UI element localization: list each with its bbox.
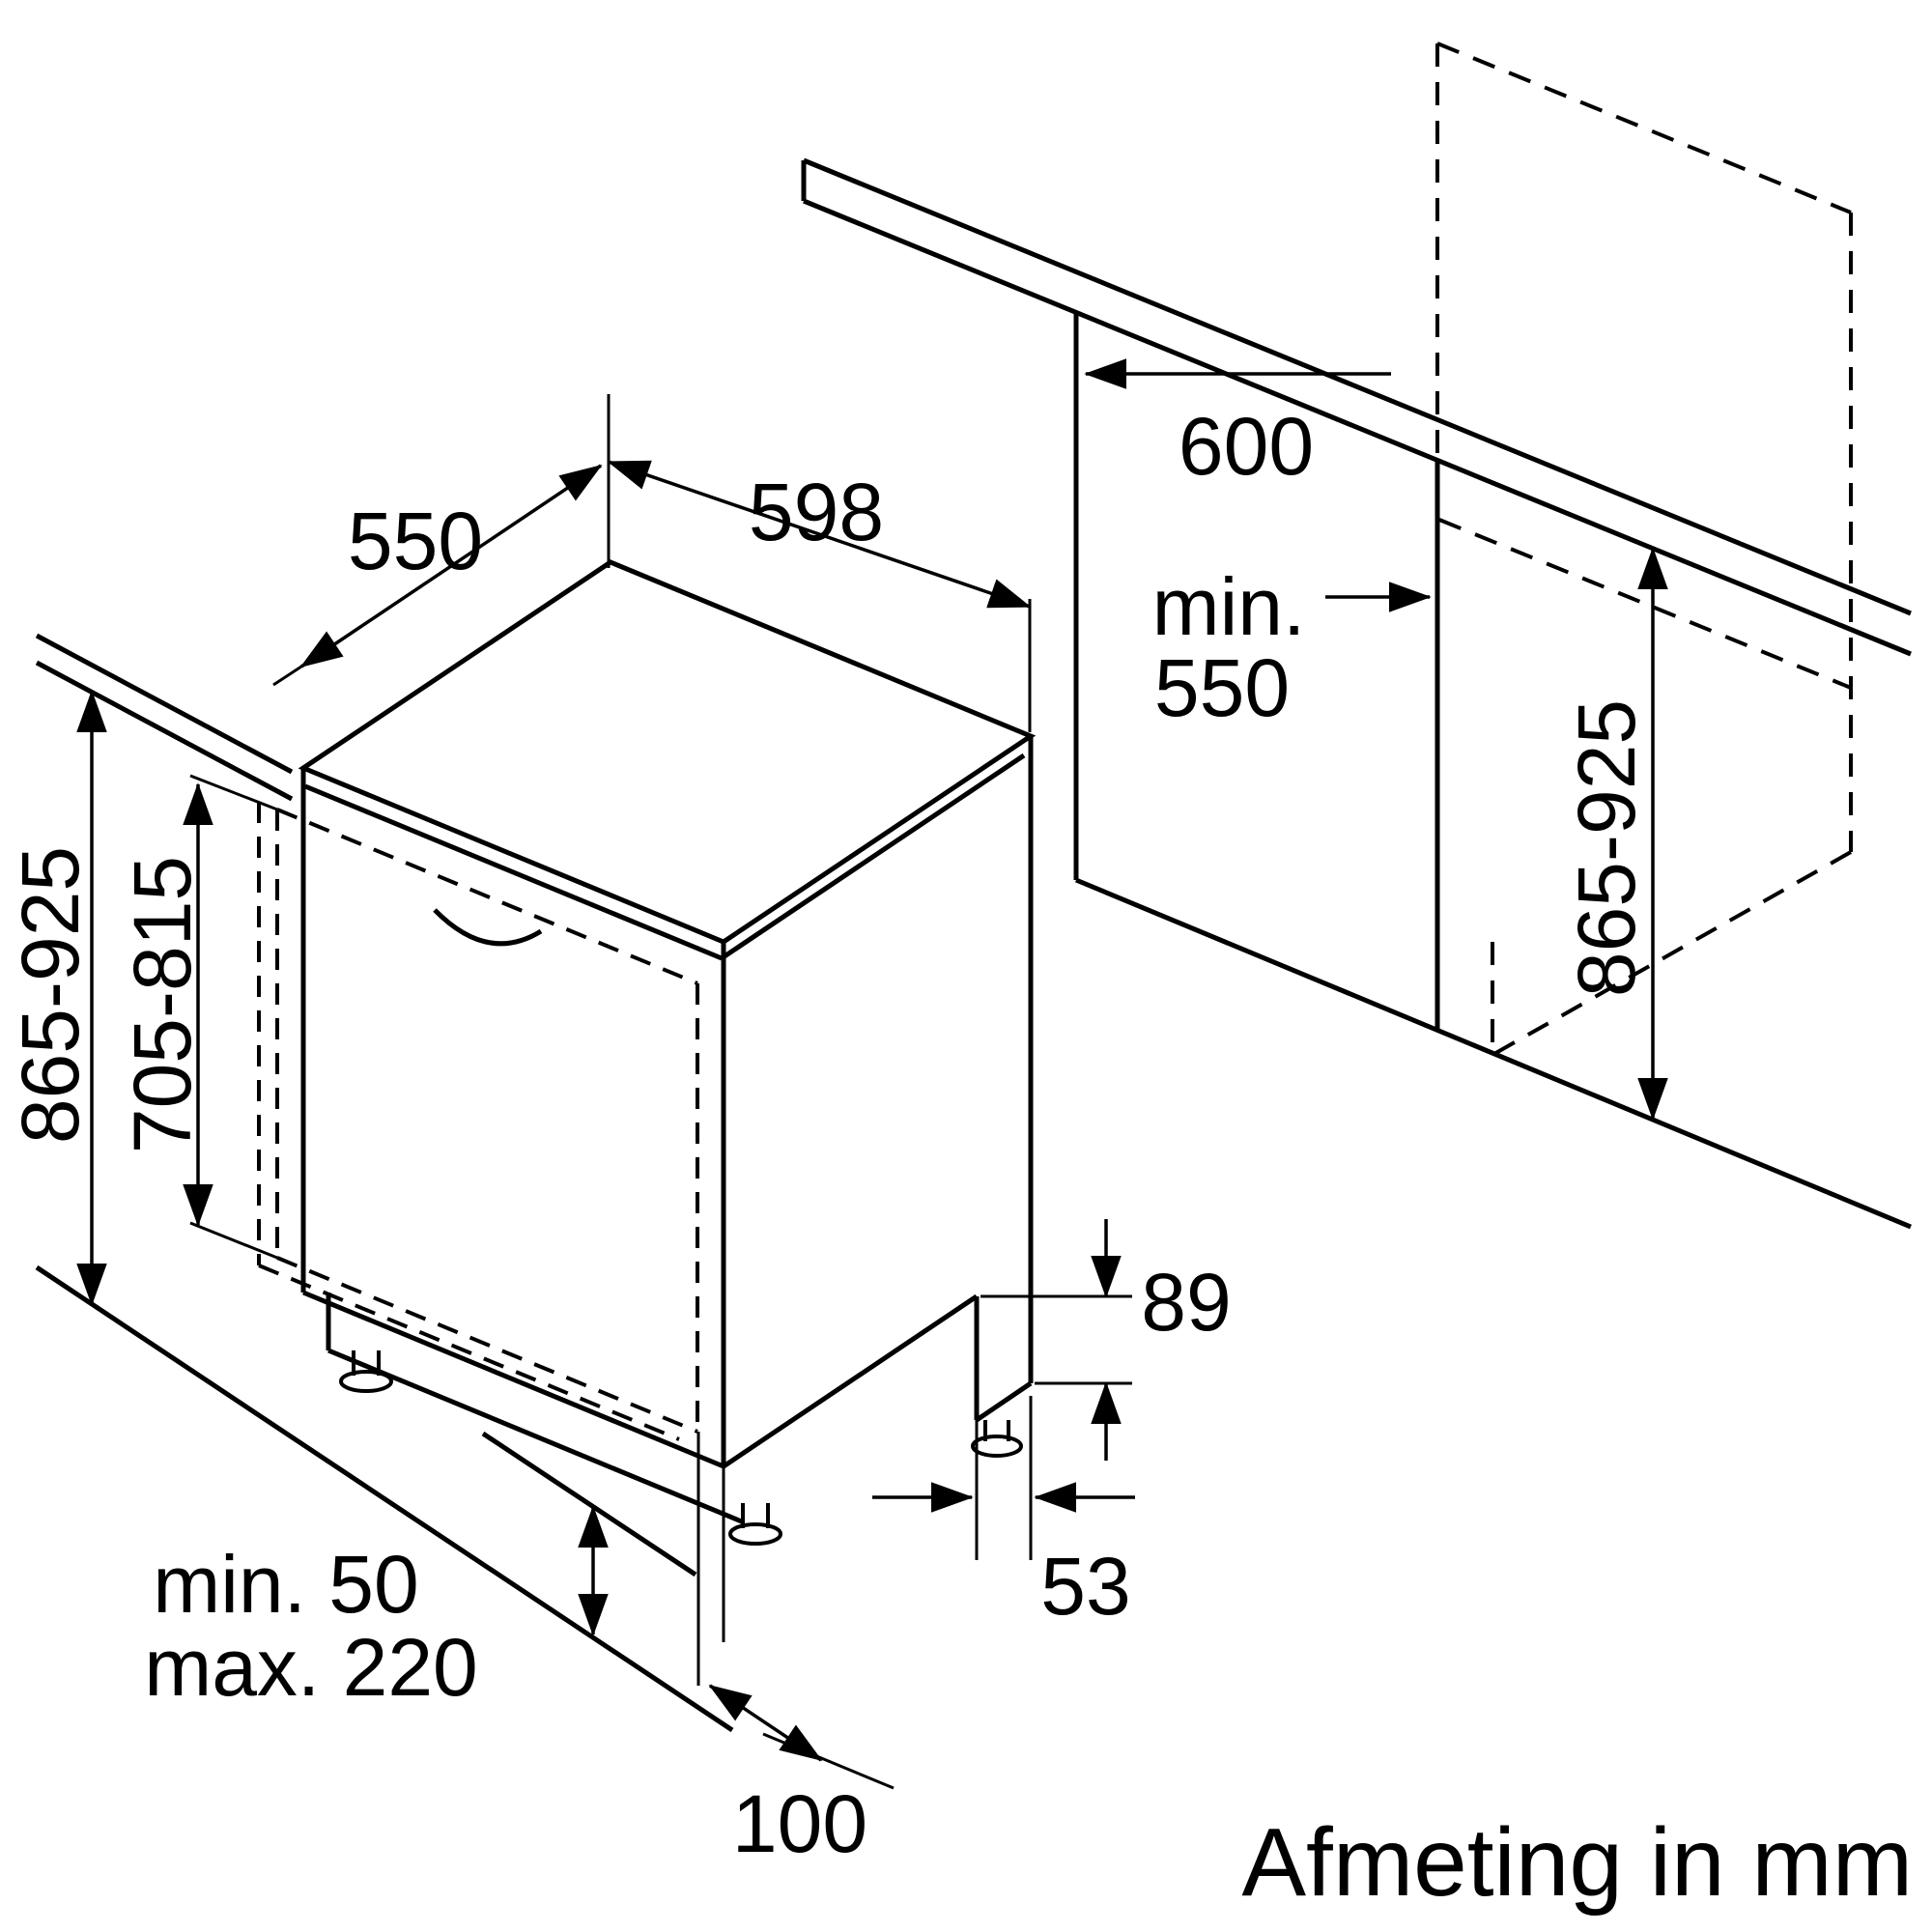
adjustable-feet xyxy=(339,1350,1023,1546)
width-598-label: 598 xyxy=(749,467,884,557)
niche-height-label: 865-925 xyxy=(1561,699,1652,997)
plinth-100-label: 100 xyxy=(732,1778,867,1869)
door-handle-curve xyxy=(433,908,543,947)
step-53-label: 53 xyxy=(1040,1541,1130,1632)
niche-side-wall xyxy=(1073,314,1912,1230)
dimension-depth-550: 550 xyxy=(272,394,611,687)
dimension-step-89: 89 xyxy=(980,1219,1232,1461)
worktop-right xyxy=(801,157,1912,657)
niche-550-label: 550 xyxy=(1154,642,1290,733)
dishwasher-body-outline xyxy=(298,559,1037,1577)
niche-volume-dashed xyxy=(1435,42,1853,1057)
step-89-label: 89 xyxy=(1141,1257,1231,1348)
floor-line-left xyxy=(35,1264,734,1733)
dimension-width-598: 598 xyxy=(607,460,1032,732)
depth-550-label: 550 xyxy=(348,496,483,586)
foot-front-left xyxy=(339,1350,393,1393)
dimension-niche-height-865-925: 865-925 xyxy=(1561,547,1668,1121)
height-865-925-left-label: 865-925 xyxy=(5,846,96,1144)
worktop-edge-left xyxy=(35,633,294,802)
dimension-step-53: 53 xyxy=(872,1396,1135,1632)
dishwasher-unit xyxy=(35,559,1037,1733)
plinth-max-label: max. 220 xyxy=(144,1622,478,1713)
dimension-plinth-100: 100 xyxy=(696,1432,895,1869)
dimension-plinth-min-max: min. 50 max. 220 xyxy=(144,1505,609,1713)
niche-min-label: min. xyxy=(1152,561,1306,652)
dimension-niche-min-550: min. 550 xyxy=(1152,561,1432,733)
dimension-counter-600: 600 xyxy=(1084,358,1391,492)
foot-front-right xyxy=(728,1503,782,1546)
niche-drawing xyxy=(801,42,1912,1230)
dimension-height-865-925-left: 865-925 xyxy=(5,690,107,1306)
door-panel-dashed xyxy=(257,802,699,1441)
dimension-door-705-815: 705-815 xyxy=(117,774,278,1260)
foot-rear xyxy=(971,1420,1023,1458)
plinth-min-label: min. 50 xyxy=(153,1539,418,1630)
counter-600-label: 600 xyxy=(1179,401,1314,492)
door-705-815-label: 705-815 xyxy=(117,856,208,1153)
units-note: Afmeting in mm xyxy=(1241,1808,1913,1917)
